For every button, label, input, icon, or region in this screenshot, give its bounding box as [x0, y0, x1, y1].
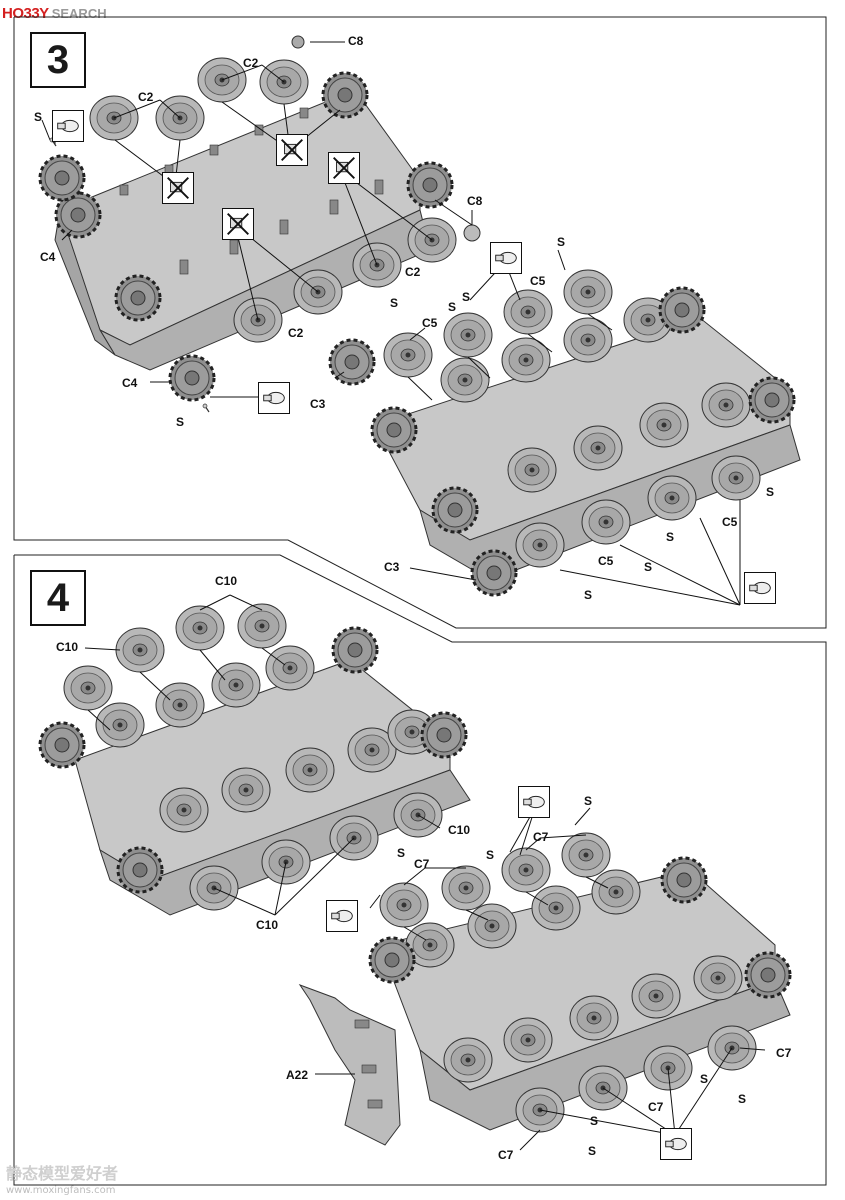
step4-frame	[13, 554, 827, 1186]
watermark: 静态模型爱好者 www.moxingfans.com	[6, 1164, 119, 1197]
step3-leader-lines-right	[334, 249, 741, 606]
no-glue-icon	[162, 172, 194, 204]
label-c7: C7	[498, 1148, 514, 1162]
label-c4: C4	[122, 376, 138, 390]
label-s: S	[486, 848, 495, 862]
label-s: S	[666, 530, 675, 544]
watermark-chinese: 静态模型爱好者	[6, 1164, 119, 1183]
label-c10: C10	[56, 640, 79, 654]
label-s: S	[644, 560, 653, 574]
label-s: S	[584, 588, 593, 602]
glue-tube-icon	[518, 786, 550, 818]
label-s: S	[557, 235, 566, 249]
label-s: S	[766, 485, 775, 499]
label-c5: C5	[722, 515, 738, 529]
label-s: S	[34, 110, 43, 124]
label-s: S	[738, 1092, 747, 1106]
label-s: S	[462, 290, 471, 304]
step3-floating-wheels-left	[38, 35, 481, 402]
label-c2: C2	[243, 56, 259, 70]
label-s: S	[390, 296, 399, 310]
label-s: S	[448, 300, 457, 314]
label-c3: C3	[310, 397, 326, 411]
glue-tube-icon	[52, 110, 84, 142]
label-c5: C5	[598, 554, 614, 568]
step-number-3: 3	[30, 32, 86, 88]
label-s: S	[700, 1072, 709, 1086]
no-glue-icon	[222, 208, 254, 240]
step3-leader-lines-left	[41, 41, 473, 398]
step4-leader-lines-left	[84, 594, 441, 916]
step3-frame	[13, 16, 827, 629]
label-c5: C5	[530, 274, 546, 288]
label-s: S	[584, 794, 593, 808]
glue-tube-icon	[490, 242, 522, 274]
label-c7: C7	[414, 857, 430, 871]
label-c8: C8	[467, 194, 483, 208]
glue-tube-icon	[326, 900, 358, 932]
label-c10: C10	[256, 918, 279, 932]
label-c7: C7	[648, 1100, 664, 1114]
no-glue-icon	[328, 152, 360, 184]
label-c2: C2	[405, 265, 421, 279]
a22-side-plate	[298, 983, 401, 1146]
label-s: S	[588, 1144, 597, 1158]
no-glue-icon	[276, 134, 308, 166]
glue-tube-icon	[258, 382, 290, 414]
label-c4: C4	[40, 250, 56, 264]
label-c5: C5	[422, 316, 438, 330]
label-s: S	[590, 1114, 599, 1128]
label-c2: C2	[138, 90, 154, 104]
label-c3: C3	[384, 560, 400, 574]
label-c8: C8	[348, 34, 364, 48]
step4-hull-right	[368, 856, 792, 1133]
step-number-4: 4	[30, 570, 86, 626]
glue-tube-icon	[660, 1128, 692, 1160]
label-c2: C2	[288, 326, 304, 340]
label-s: S	[397, 846, 406, 860]
step3-hull-right	[370, 286, 801, 581]
watermark-url: www.moxingfans.com	[6, 1185, 116, 1196]
step4-hull-left	[38, 626, 471, 916]
label-c10: C10	[448, 823, 471, 837]
glue-tube-icon	[744, 572, 776, 604]
label-c7: C7	[533, 830, 549, 844]
label-c7: C7	[776, 1046, 792, 1060]
label-a22: A22	[286, 1068, 309, 1082]
label-s: S	[176, 415, 185, 429]
label-c10: C10	[215, 574, 238, 588]
